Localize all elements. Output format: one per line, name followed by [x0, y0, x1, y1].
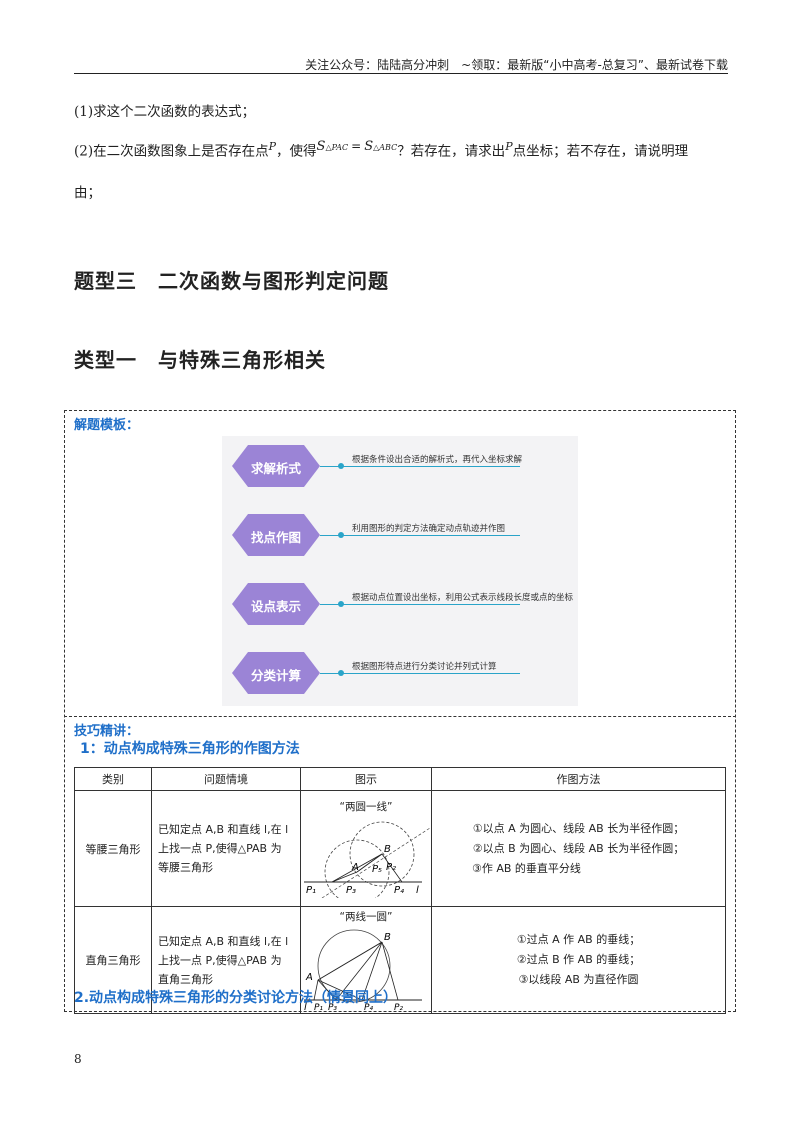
q2-eq: = [351, 139, 362, 153]
th-figure: 图示 [300, 767, 432, 791]
flow-step-name: 设点表示 [250, 599, 301, 614]
flow-step-name: 找点作图 [250, 530, 301, 545]
th-situation: 问题情境 [151, 767, 301, 791]
svg-text:P₂: P₂ [394, 1003, 403, 1010]
flow-connector-line [320, 535, 520, 536]
row1-figure: “两圆一线” A B P₁ P₃ P₅ P₂ P₄ l [300, 790, 432, 907]
flow-connector-line [320, 466, 520, 467]
q2-suffix: ？若存在，请求出 [397, 143, 506, 160]
q2-prefix: (2)在二次函数图象上是否存在点 [74, 143, 269, 160]
heading-type: 类型一 与特殊三角形相关 [74, 348, 326, 372]
row1-situation-line: 已知定点 A,B 和直线 l,在 l [158, 823, 289, 836]
tips-subtitle-1: 1：动点构成特殊三角形的作图方法 [80, 741, 300, 757]
flow-connector-line [320, 673, 520, 674]
svg-text:A: A [351, 862, 359, 873]
q2-mid: ，使得 [276, 143, 317, 160]
table-row: 直角三角形 已知定点 A,B 和直线 l,在 l 上找一点 P,使得△PAB 为… [74, 906, 726, 1014]
flow-connector-dot [338, 532, 344, 538]
svg-text:B: B [384, 844, 391, 855]
row2-category: 直角三角形 [74, 906, 152, 1014]
svg-text:P₄: P₄ [364, 1003, 373, 1010]
row2-situation-line: 已知定点 A,B 和直线 l,在 l [158, 934, 289, 948]
row1-situation-line: 等腰三角形 [158, 861, 213, 874]
row2-situation: 已知定点 A,B 和直线 l,在 l 上找一点 P,使得△PAB 为 直角三角形 [151, 906, 301, 1014]
flow-step-name: 求解析式 [250, 461, 301, 476]
page-number: 8 [74, 1052, 82, 1066]
th-method: 作图方法 [431, 767, 726, 791]
flow-step-description: 利用图形的判定方法确定动点轨迹并作图 [352, 524, 506, 534]
row1-situation: 已知定点 A,B 和直线 l,在 l 上找一点 P,使得△PAB 为 等腰三角形 [151, 790, 301, 907]
row2-figure-caption: “两线一圆” [339, 911, 393, 923]
flow-connector-dot [338, 670, 344, 676]
two-lines-one-circle-figure: B A l P₁ P₃ P₄ P₂ [304, 929, 422, 1013]
svg-text:l: l [304, 1002, 307, 1010]
question-1: (1)求这个二次函数的表达式； [74, 104, 256, 120]
header-divider [74, 73, 728, 74]
row2-situation-line: 直角三角形 [158, 972, 213, 986]
svg-text:P₃: P₃ [328, 1003, 337, 1010]
row1-method-line: ②以点 B 为圆心、线段 AB 长为半径作圆； [472, 841, 685, 855]
svg-text:P₄: P₄ [394, 885, 404, 896]
method-table: 类别 问题情境 图示 作图方法 等腰三角形 已知定点 A,B 和直线 l,在 l… [74, 767, 726, 1014]
q2-s2: S [364, 139, 374, 154]
row1-method-line: ①以点 A 为圆心、线段 AB 长为半径作圆； [472, 821, 685, 835]
row1-category: 等腰三角形 [74, 790, 152, 907]
th-category: 类别 [74, 767, 152, 791]
flow-connector-dot [338, 601, 344, 607]
flow-connector-dot [338, 463, 344, 469]
row1-figure-caption: “两圆一线” [339, 801, 393, 813]
q2-s1-sub: △PAC [325, 143, 349, 152]
template-label: 解题模板： [74, 418, 140, 433]
svg-text:P₃: P₃ [346, 885, 356, 896]
q2-point-p2: P [505, 140, 513, 153]
flow-diamond [232, 514, 320, 556]
flow-step-description: 根据动点位置设出坐标，利用公式表示线段长度或点的坐标 [352, 593, 574, 603]
svg-text:P₅: P₅ [372, 864, 382, 875]
svg-text:B: B [384, 932, 391, 943]
question-2-continuation: 由； [74, 185, 101, 201]
row2-method-line: ②过点 B 作 AB 的垂线； [516, 953, 641, 966]
tips-subtitle-2: 2.动点构成特殊三角形的分类讨论方法（情景同上） [74, 990, 398, 1006]
flow-connector-line [320, 604, 520, 605]
row1-method-line: ③作 AB 的垂直平分线 [472, 861, 581, 875]
q2-s1: S [316, 139, 326, 154]
row2-method-line: ①过点 A 作 AB 的垂线； [516, 933, 641, 946]
svg-text:P₂: P₂ [386, 862, 396, 873]
box-divider [64, 716, 736, 717]
question-2: (2)在二次函数图象上是否存在点P，使得S△PAC=S△ABC？若存在，请求出P… [74, 139, 688, 160]
q2-end: 点坐标；若不存在，请说明理 [512, 143, 689, 160]
svg-text:A: A [305, 972, 313, 983]
q2-s2-sub: △ABC [373, 143, 398, 152]
heading-topic: 题型三 二次函数与图形判定问题 [74, 269, 389, 293]
flow-diamond [232, 445, 320, 487]
flow-diamond [232, 652, 320, 694]
row2-method: ①过点 A 作 AB 的垂线； ②过点 B 作 AB 的垂线； ③以线段 AB … [431, 906, 726, 1014]
q2-point-p: P [268, 140, 277, 153]
row1-method: ①以点 A 为圆心、线段 AB 长为半径作圆； ②以点 B 为圆心、线段 AB … [431, 790, 726, 907]
flow-step-description: 根据条件设出合适的解析式，再代入坐标求解 [352, 455, 523, 465]
table-header-row: 类别 问题情境 图示 作图方法 [74, 767, 726, 791]
row1-situation-line: 上找一点 P,使得△PAB 为 [158, 842, 282, 855]
two-circles-one-line-figure: A B P₁ P₃ P₅ P₂ P₄ l [304, 821, 431, 905]
tips-label: 技巧精讲： [74, 724, 140, 739]
svg-text:P₁: P₁ [306, 885, 316, 896]
row2-method-line: ③以线段 AB 为直径作圆 [518, 973, 639, 986]
row2-figure: “两线一圆” B A l P₁ P₃ P₄ P₂ [300, 906, 432, 1014]
table-row: 等腰三角形 已知定点 A,B 和直线 l,在 l 上找一点 P,使得△PAB 为… [74, 790, 726, 907]
svg-text:P₁: P₁ [314, 1003, 323, 1010]
row2-situation-line: 上找一点 P,使得△PAB 为 [158, 953, 282, 967]
page-header: 关注公众号：陆陆高分冲刺 ~领取：最新版“小中高考-总复习”、最新试卷下载 [305, 58, 728, 72]
flow-diamond [232, 583, 320, 625]
flow-step-description: 根据图形特点进行分类讨论并列式计算 [352, 662, 497, 672]
flow-step-name: 分类计算 [250, 668, 301, 683]
svg-text:l: l [416, 885, 419, 896]
